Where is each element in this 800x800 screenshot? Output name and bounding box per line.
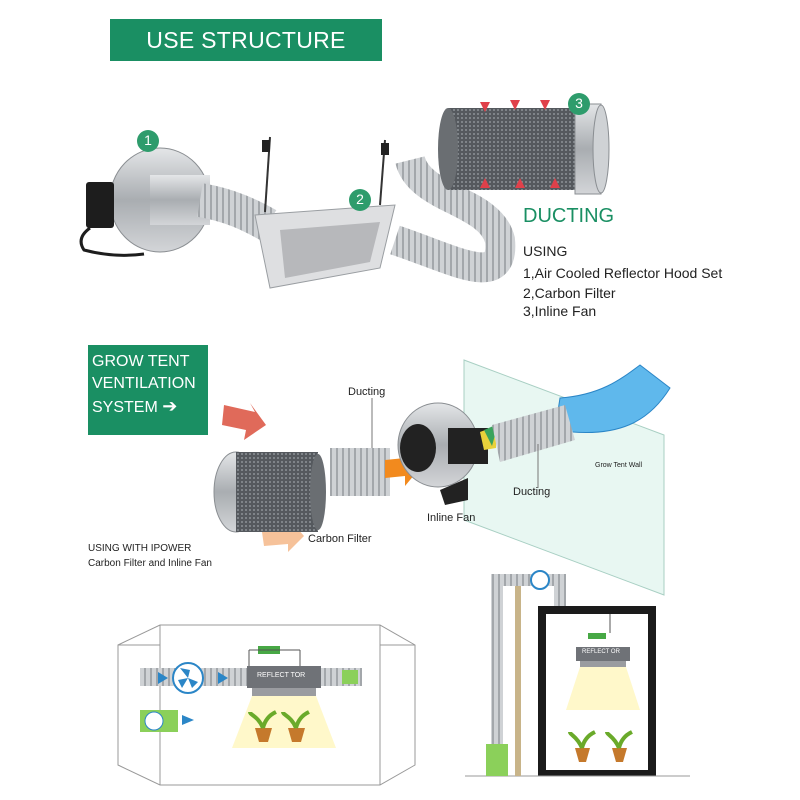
reflector-label-right: REFLECT OR — [582, 649, 620, 655]
arrow-right-icon: ➔ — [162, 396, 178, 416]
marker-2-label: 2 — [356, 191, 364, 207]
intake-arrow-red — [222, 403, 266, 440]
reflector-label-left: REFLECT TOR — [257, 672, 306, 679]
label-ducting-right: Ducting — [513, 486, 551, 498]
carbon-filter-3 — [438, 103, 610, 195]
ducting-right — [390, 154, 516, 283]
fan-blue-icon — [172, 662, 204, 694]
box-line-1: GROW TENT — [92, 353, 190, 370]
reflector-left — [232, 646, 336, 748]
exhaust-blue — [554, 364, 671, 434]
label-inline-fan: Inline Fan — [427, 512, 476, 524]
plant-left-1 — [248, 710, 277, 742]
intake-fan-small — [140, 710, 178, 732]
label-grow-tent-wall: Grow Tent Wall — [595, 462, 643, 469]
marker-1 — [137, 130, 159, 152]
marker-1-label: 1 — [144, 132, 152, 148]
ipower-subtitle: Carbon Filter and Inline Fan — [88, 558, 212, 569]
box-line-3: SYSTEM ➔ — [92, 396, 178, 416]
using-item-2: 2,Carbon Filter — [523, 285, 616, 301]
marker-3-label: 3 — [575, 95, 583, 111]
tent-right — [465, 570, 690, 777]
page-title: USE STRUCTURE CHART — [110, 19, 382, 95]
label-ducting-top: Ducting — [348, 386, 386, 398]
using-item-1: 1,Air Cooled Reflector Hood Set — [523, 265, 723, 281]
reflector-hood-2 — [254, 136, 396, 289]
ducting-middle — [330, 448, 390, 496]
plant-left-2 — [281, 710, 310, 742]
airflow-red-arrows — [480, 100, 560, 188]
ducting-to-wall — [492, 405, 575, 462]
inline-fan — [397, 402, 498, 505]
grow-tent-ventilation-box: GROW TENT VENTILATION SYSTEM ➔ — [88, 345, 208, 435]
ducting-heading: DUCTING — [523, 205, 615, 227]
room-diagram — [117, 624, 416, 786]
marker-2 — [349, 189, 371, 211]
inline-fan-1 — [79, 147, 211, 257]
label-carbon-filter: Carbon Filter — [308, 533, 372, 545]
ipower-title: USING WITH IPOWER — [88, 543, 192, 554]
marker-3 — [568, 93, 590, 115]
using-item-3: 3,Inline Fan — [523, 303, 597, 319]
using-label: USING — [523, 243, 568, 259]
box-line-2: VENTILATION — [92, 375, 196, 392]
carbon-filter — [213, 451, 326, 533]
filter-small — [342, 670, 358, 684]
